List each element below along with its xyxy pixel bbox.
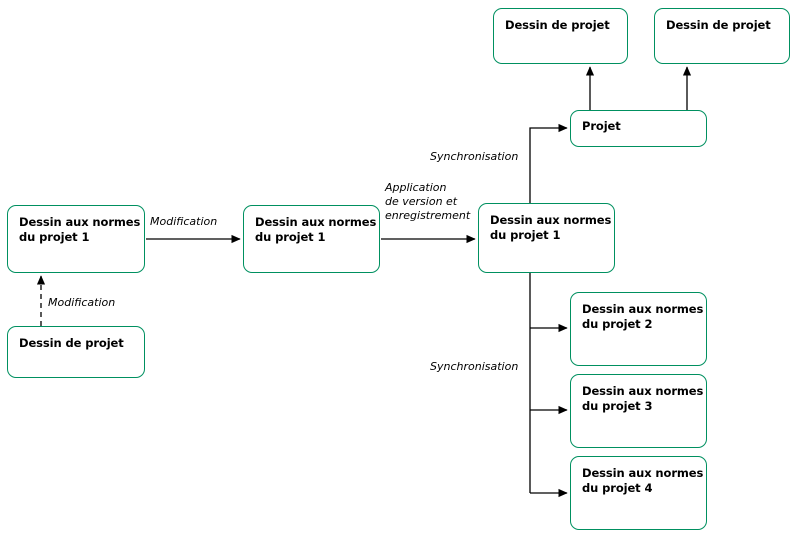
edge-label-application-de-version: Application de version et enregistrement — [385, 181, 471, 222]
node-dessin-aux-normes-projet1-a[interactable]: Dessin aux normes du projet 1 — [7, 205, 145, 273]
edge-label-modification-vertical: Modification — [48, 296, 116, 309]
edge-label-synchronisation-haut: Synchronisation — [430, 150, 519, 163]
node-dessin-de-projet-out-1[interactable]: Dessin de projet — [493, 8, 628, 64]
node-dessin-aux-normes-projet4[interactable]: Dessin aux normes du projet 4 — [570, 456, 707, 530]
edge-normes1c-to-projet — [529, 123, 568, 203]
edge-label-synchronisation-bas: Synchronisation — [430, 360, 519, 373]
edge-label-modification-horizontal: Modification — [150, 215, 218, 228]
node-dessin-de-projet-source[interactable]: Dessin de projet — [7, 326, 145, 378]
node-projet[interactable]: Projet — [570, 110, 707, 147]
node-dessin-de-projet-out-2[interactable]: Dessin de projet — [654, 8, 790, 64]
node-dessin-aux-normes-projet1-c[interactable]: Dessin aux normes du projet 1 — [478, 203, 615, 273]
node-dessin-aux-normes-projet3[interactable]: Dessin aux normes du projet 3 — [570, 374, 707, 448]
node-dessin-aux-normes-projet1-b[interactable]: Dessin aux normes du projet 1 — [243, 205, 380, 273]
node-dessin-aux-normes-projet2[interactable]: Dessin aux normes du projet 2 — [570, 292, 707, 366]
